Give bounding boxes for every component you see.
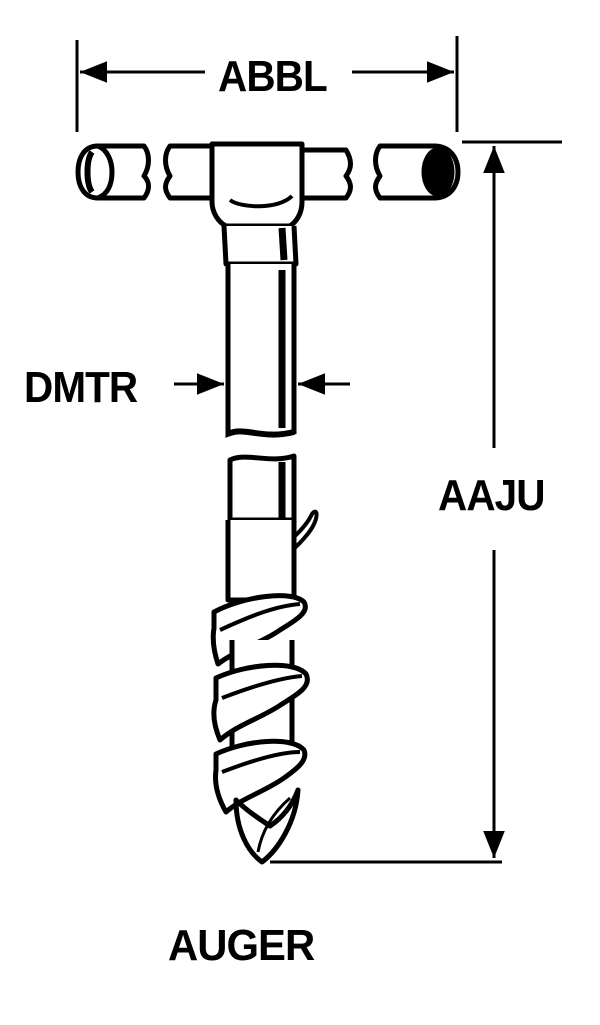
t-handle: [75, 141, 461, 267]
handle-right-segment: [299, 147, 353, 201]
width-dimension: [75, 36, 459, 132]
auger-screw: [210, 453, 319, 865]
width-dimension-label: ABBL: [218, 52, 328, 101]
handle-right-end: [373, 143, 461, 201]
diagram-caption: AUGER: [168, 921, 315, 970]
handle-tee-block: [209, 141, 305, 267]
handle-left-segment: [163, 143, 215, 201]
length-dimension: [270, 140, 562, 864]
diameter-dimension-label: DMTR: [24, 363, 138, 412]
upper-shaft: [225, 264, 297, 439]
length-dimension-label: AAJU: [438, 471, 545, 520]
handle-left-end: [75, 143, 151, 201]
